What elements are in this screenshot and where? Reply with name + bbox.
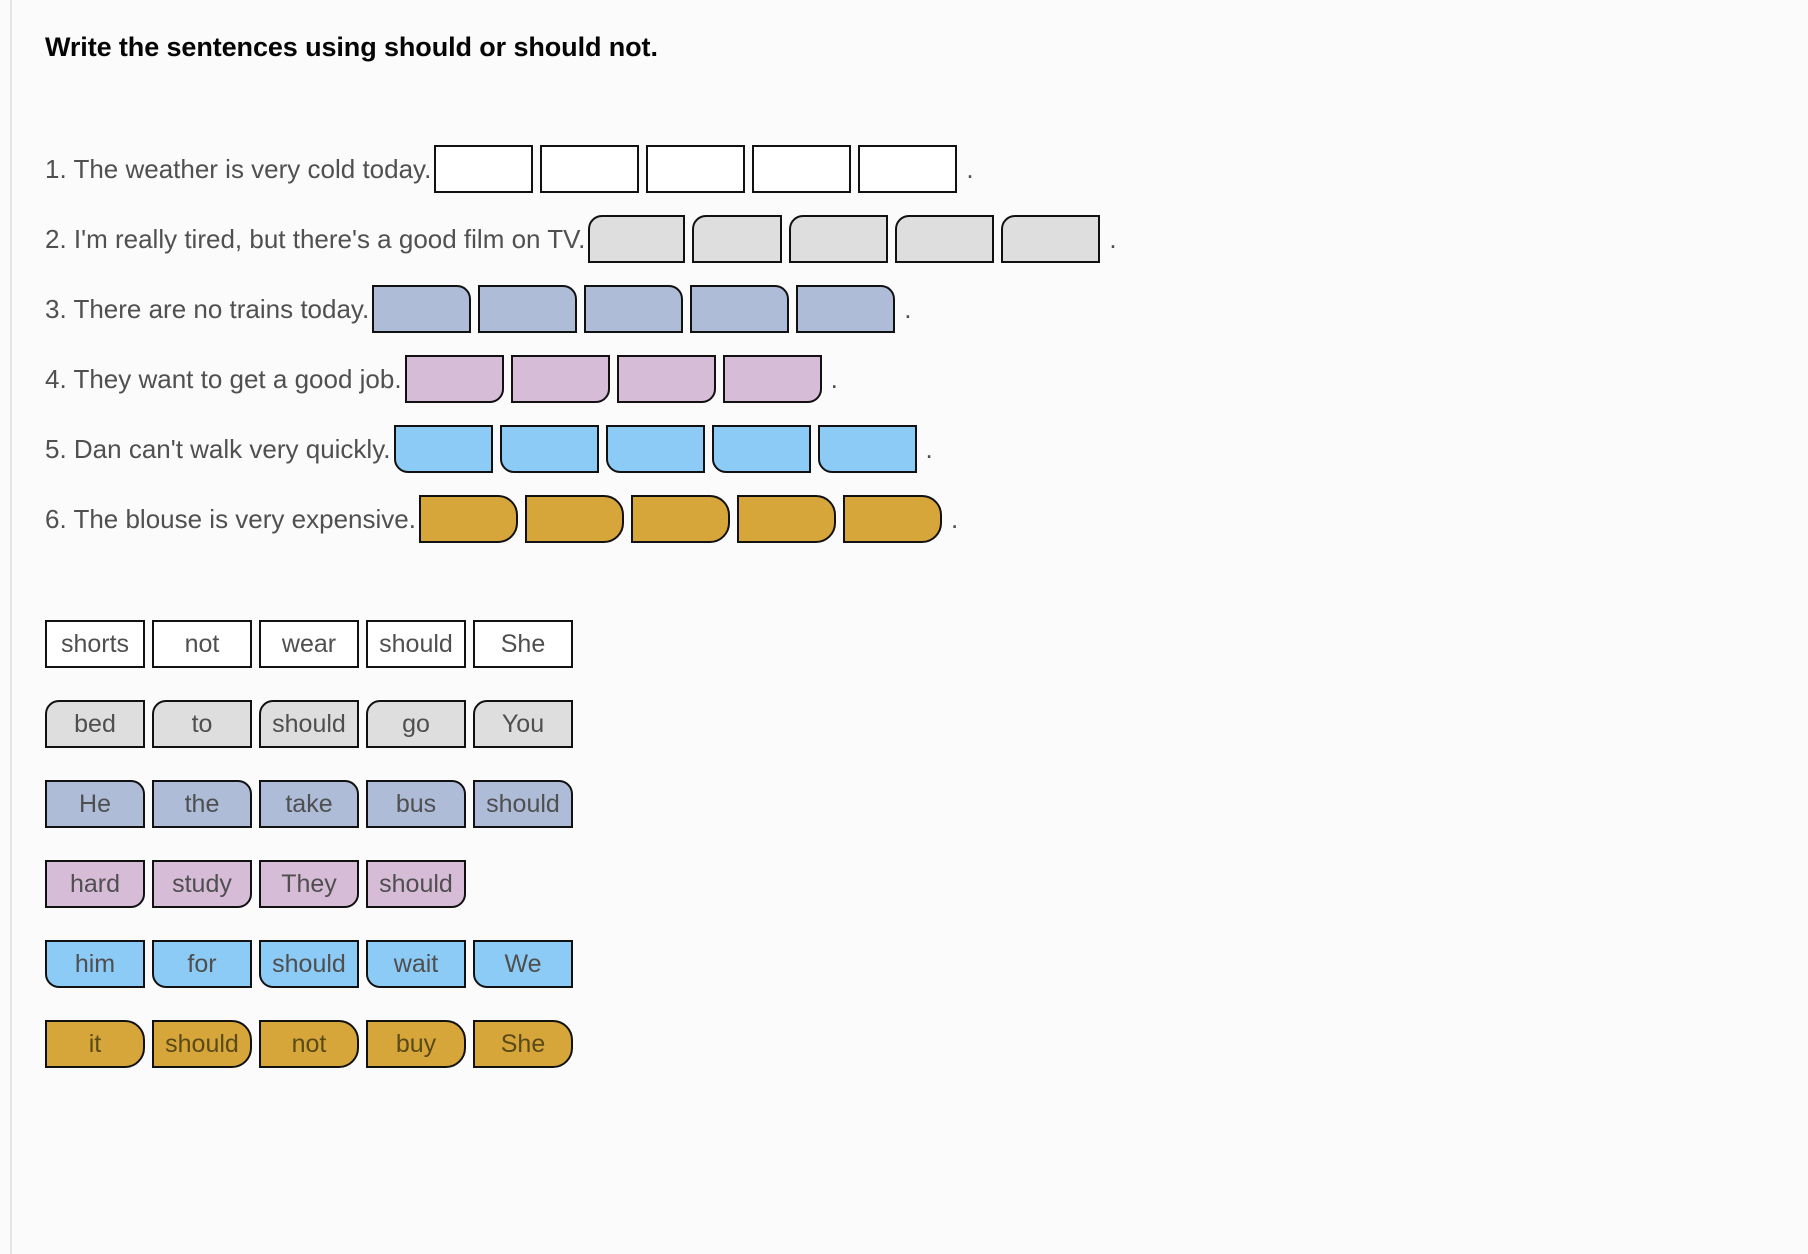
sentence-period: . (830, 364, 838, 394)
drop-slot[interactable] (540, 145, 640, 193)
sentence-list: 1. The weather is very cold today.. 2. I'… (45, 142, 1545, 562)
drop-slot[interactable] (616, 355, 716, 403)
drop-slot[interactable] (524, 495, 624, 543)
word-tile[interactable]: should (259, 700, 359, 748)
drop-slot[interactable] (789, 215, 889, 263)
word-tile[interactable]: You (473, 700, 573, 748)
drop-slot[interactable] (796, 285, 896, 333)
drop-slot[interactable] (817, 425, 917, 473)
drop-slot[interactable] (630, 495, 730, 543)
drop-slot[interactable] (722, 355, 822, 403)
left-margin-rule (10, 0, 12, 1254)
drop-slot[interactable] (842, 495, 942, 543)
word-tile[interactable]: should (152, 1020, 252, 1068)
word-tile[interactable]: She (473, 620, 573, 668)
drop-slot[interactable] (510, 355, 610, 403)
drop-slot-strip (372, 285, 902, 333)
word-tile[interactable]: not (152, 620, 252, 668)
word-tile[interactable]: him (45, 940, 145, 988)
drop-slot[interactable] (434, 145, 534, 193)
drop-slot[interactable] (372, 285, 472, 333)
word-tile[interactable]: wait (366, 940, 466, 988)
word-tile[interactable]: buy (366, 1020, 466, 1068)
sentence-row: 1. The weather is very cold today.. (45, 142, 1545, 196)
word-tile[interactable]: should (366, 620, 466, 668)
drop-slot-strip (434, 145, 964, 193)
drop-slot-strip (404, 355, 829, 403)
sentence-text: 6. The blouse is very expensive. (45, 504, 416, 534)
sentence-period: . (1109, 224, 1117, 254)
drop-slot-strip (418, 495, 949, 543)
sentence-row: 3. There are no trains today.. (45, 282, 1545, 336)
drop-slot[interactable] (393, 425, 493, 473)
drop-slot[interactable] (752, 145, 852, 193)
word-tile[interactable]: bed (45, 700, 145, 748)
sentence-row: 6. The blouse is very expensive.. (45, 492, 1545, 546)
word-tile[interactable]: She (473, 1020, 573, 1068)
drop-slot[interactable] (404, 355, 504, 403)
drop-slot[interactable] (588, 215, 686, 263)
word-tile[interactable]: They (259, 860, 359, 908)
sentence-text: 2. I'm really tired, but there's a good … (45, 224, 586, 254)
sentence-period: . (904, 294, 912, 324)
drop-slot[interactable] (690, 285, 790, 333)
drop-slot[interactable] (646, 145, 746, 193)
drop-slot[interactable] (499, 425, 599, 473)
sentence-row: 5. Dan can't walk very quickly.. (45, 422, 1545, 476)
word-tile[interactable]: shorts (45, 620, 145, 668)
sentence-row: 2. I'm really tired, but there's a good … (45, 212, 1545, 266)
word-tile[interactable]: bus (366, 780, 466, 828)
sentence-text: 4. They want to get a good job. (45, 364, 402, 394)
word-tile[interactable]: hard (45, 860, 145, 908)
word-tile[interactable]: We (473, 940, 573, 988)
drop-slot[interactable] (418, 495, 518, 543)
sentence-text: 1. The weather is very cold today. (45, 154, 432, 184)
drop-slot-strip (588, 215, 1107, 263)
drop-slot[interactable] (895, 215, 995, 263)
word-tile[interactable]: go (366, 700, 466, 748)
word-tile[interactable]: the (152, 780, 252, 828)
drop-slot-strip (393, 425, 924, 473)
word-tile[interactable]: should (259, 940, 359, 988)
sentence-row: 4. They want to get a good job.. (45, 352, 1545, 406)
word-tile[interactable]: it (45, 1020, 145, 1068)
drop-slot[interactable] (692, 215, 783, 263)
sentence-period: . (925, 434, 933, 464)
word-tile[interactable]: He (45, 780, 145, 828)
word-tile[interactable]: for (152, 940, 252, 988)
drop-slot[interactable] (478, 285, 578, 333)
drop-slot[interactable] (858, 145, 958, 193)
drop-slot[interactable] (584, 285, 684, 333)
drop-slot[interactable] (1001, 215, 1101, 263)
word-tile[interactable]: not (259, 1020, 359, 1068)
page-title: Write the sentences using should or shou… (45, 32, 658, 62)
sentence-text: 5. Dan can't walk very quickly. (45, 434, 391, 464)
drop-slot[interactable] (736, 495, 836, 543)
drop-slot[interactable] (605, 425, 705, 473)
sentence-period: . (966, 154, 974, 184)
word-tile[interactable]: should (366, 860, 466, 908)
sentence-text: 3. There are no trains today. (45, 294, 370, 324)
drop-slot[interactable] (711, 425, 811, 473)
word-tile[interactable]: wear (259, 620, 359, 668)
word-tile[interactable]: study (152, 860, 252, 908)
word-tile[interactable]: to (152, 700, 252, 748)
word-tile[interactable]: should (473, 780, 573, 828)
word-tile[interactable]: take (259, 780, 359, 828)
sentence-period: . (950, 504, 959, 534)
